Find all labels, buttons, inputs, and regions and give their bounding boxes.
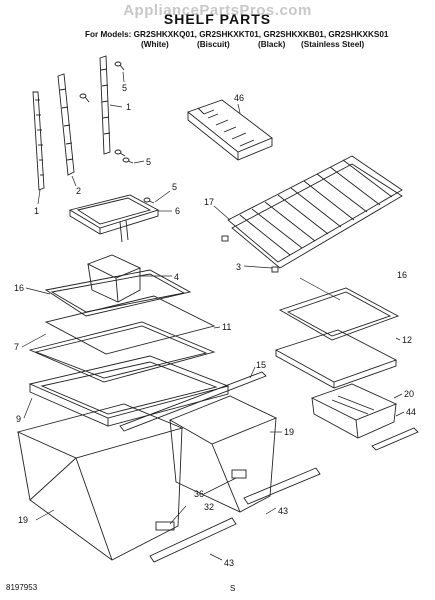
shelf-ladder-right	[99, 55, 111, 155]
ice-cube-tray	[187, 99, 273, 161]
callout-numbers: 1 2 1 5 5 5 6 46 17 3 4 16 16 7 11 12 15…	[14, 83, 416, 568]
diagram-title: SHELF PARTS	[163, 11, 272, 27]
crisper-cover-frame	[28, 355, 230, 427]
finish-white: (White)	[141, 40, 169, 49]
callout-2: 2	[76, 186, 81, 196]
deli-drawer	[310, 383, 398, 439]
wire-shelf	[227, 155, 403, 269]
models-line: For Models: GR2SHKXKQ01, GR2SHKXKT01, GR…	[85, 30, 389, 39]
glass-shelf-frame-left	[44, 269, 192, 317]
callout-46: 46	[234, 93, 244, 103]
callout-43-left: 43	[224, 558, 234, 568]
callout-12: 12	[402, 335, 412, 345]
callout-leaders	[21, 71, 405, 561]
callout-43-right: 43	[278, 506, 288, 516]
door-bin	[86, 254, 142, 303]
callout-5-mid: 5	[146, 157, 151, 167]
watermark: AppliancePartsPros.com	[123, 2, 312, 19]
crisper-drawer-left	[16, 403, 184, 561]
callout-19-right: 19	[284, 427, 294, 437]
callout-5-low: 5	[172, 182, 177, 192]
callout-17: 17	[204, 197, 214, 207]
shelf-ladder-left	[32, 91, 45, 191]
screw-set	[79, 61, 155, 204]
callout-20: 20	[404, 389, 414, 399]
deli-drawer-frame	[274, 329, 398, 389]
callout-1-left: 1	[34, 206, 39, 216]
callout-44: 44	[406, 407, 416, 417]
callout-36: 36	[194, 489, 204, 499]
shelf-ladder-center	[57, 73, 75, 176]
glass-shelf-frame-right	[278, 287, 400, 341]
callout-7: 7	[14, 342, 19, 352]
finish-stainless: (Stainless Steel)	[301, 40, 365, 49]
callout-3: 3	[236, 262, 241, 272]
callout-4: 4	[174, 272, 179, 282]
shelf-end-caps	[221, 235, 279, 273]
crisper-trim-strip	[119, 371, 267, 432]
humidity-control-slides	[155, 469, 247, 531]
crisper-drawer-right	[168, 395, 278, 513]
callout-19-left: 19	[18, 515, 28, 525]
drawer-slide-rail	[149, 467, 321, 563]
callout-1-right: 1	[126, 102, 131, 112]
callout-6: 6	[175, 206, 180, 216]
crisper-cover-glass	[28, 295, 216, 383]
callout-11: 11	[222, 322, 231, 332]
document-number: 8197953	[6, 583, 38, 592]
deli-trim	[371, 427, 419, 451]
finish-biscuit: (Biscuit)	[197, 40, 230, 49]
callout-32: 32	[204, 502, 214, 512]
small-shelf-bracket	[68, 194, 160, 243]
callout-16-left: 16	[14, 283, 24, 293]
page-mark: S	[230, 584, 236, 593]
callout-15: 15	[256, 360, 266, 370]
callout-16-right: 16	[397, 270, 407, 280]
finish-black: (Black)	[258, 40, 286, 49]
callout-9: 9	[16, 414, 21, 424]
callout-5-top: 5	[122, 83, 127, 93]
